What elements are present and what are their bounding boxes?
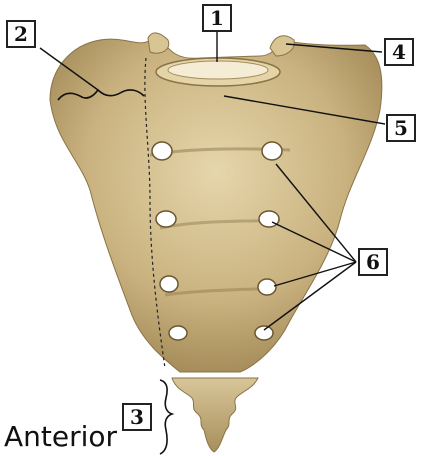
callout-label-5: 5 — [386, 114, 416, 142]
callout-label-3: 3 — [122, 403, 152, 431]
foramen-left-4 — [169, 326, 187, 340]
callout-label-2: 2 — [6, 20, 36, 48]
foramen-left-2 — [156, 211, 176, 227]
coccyx — [172, 378, 258, 452]
promontory-surface — [168, 61, 268, 79]
foramen-left-3 — [160, 276, 178, 292]
callout-label-6: 6 — [358, 248, 388, 276]
foramen-right-1 — [262, 142, 282, 160]
superior-articular-process-left — [148, 33, 169, 53]
callout-label-4: 4 — [384, 38, 414, 66]
callout-label-1: 1 — [202, 4, 232, 32]
sacrum-body — [50, 38, 382, 372]
foramen-right-4 — [255, 326, 273, 340]
foramen-right-3 — [258, 279, 276, 295]
view-caption: Anterior — [4, 420, 117, 453]
foramen-left-1 — [152, 142, 172, 160]
callout-3-brace — [160, 380, 172, 454]
